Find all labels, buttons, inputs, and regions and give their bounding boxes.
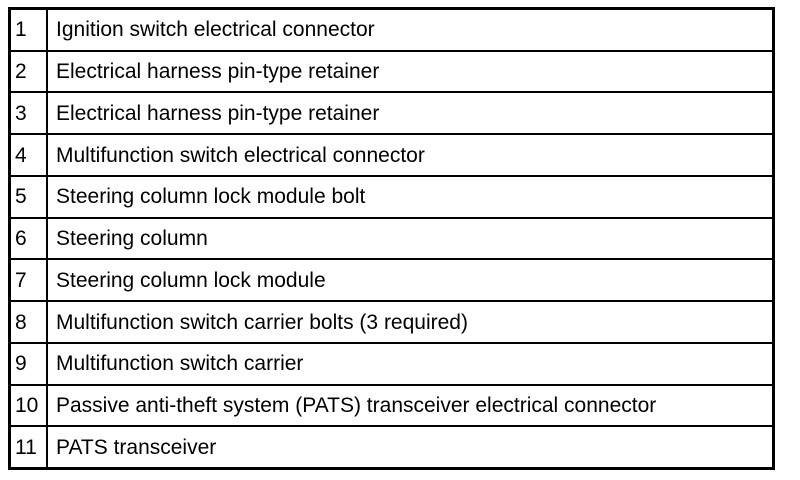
- item-description-cell: Steering column lock module: [56, 268, 326, 292]
- table-row: 5 Steering column lock module bolt: [11, 176, 772, 219]
- parts-callout-table: 1 Ignition switch electrical connector 2…: [8, 7, 775, 470]
- item-description-cell: Multifunction switch electrical connecto…: [56, 143, 425, 167]
- table-row: 2 Electrical harness pin-type retainer: [11, 51, 772, 94]
- item-number-cell: 8: [11, 302, 48, 342]
- item-description-cell: Steering column: [56, 227, 208, 251]
- item-number-cell: 5: [11, 176, 48, 217]
- table-row: 7 Steering column lock module: [11, 260, 772, 303]
- item-description-cell: Multifunction switch carrier: [56, 352, 304, 376]
- table-row: 10 Passive anti-theft system (PATS) tran…: [11, 385, 772, 428]
- item-number-cell: 4: [11, 135, 48, 175]
- item-description-cell: Electrical harness pin-type retainer: [56, 60, 380, 84]
- item-number-cell: 10: [11, 385, 48, 426]
- item-description-cell: Steering column lock module bolt: [56, 185, 366, 209]
- table-row: 3 Electrical harness pin-type retainer: [11, 93, 772, 136]
- item-number-cell: 1: [11, 10, 48, 50]
- item-number-cell: 9: [11, 343, 48, 384]
- table-row: 9 Multifunction switch carrier: [11, 343, 772, 386]
- table-row: 1 Ignition switch electrical connector: [11, 10, 772, 52]
- item-description-cell: PATS transceiver: [56, 435, 217, 459]
- item-description-cell: Electrical harness pin-type retainer: [56, 101, 380, 125]
- table-row: 11 PATS transceiver: [11, 427, 772, 468]
- table-row: 6 Steering column: [11, 218, 772, 261]
- item-number-cell: 7: [11, 260, 48, 301]
- item-number-cell: 11: [11, 427, 48, 468]
- item-description-cell: Passive anti-theft system (PATS) transce…: [56, 393, 657, 417]
- item-number-cell: 6: [11, 218, 48, 259]
- item-description-cell: Ignition switch electrical connector: [56, 18, 375, 42]
- table-row: 8 Multifunction switch carrier bolts (3 …: [11, 302, 772, 344]
- table-row: 4 Multifunction switch electrical connec…: [11, 135, 772, 177]
- item-number-cell: 3: [11, 93, 48, 134]
- item-number-cell: 2: [11, 51, 48, 92]
- item-description-cell: Multifunction switch carrier bolts (3 re…: [56, 310, 468, 334]
